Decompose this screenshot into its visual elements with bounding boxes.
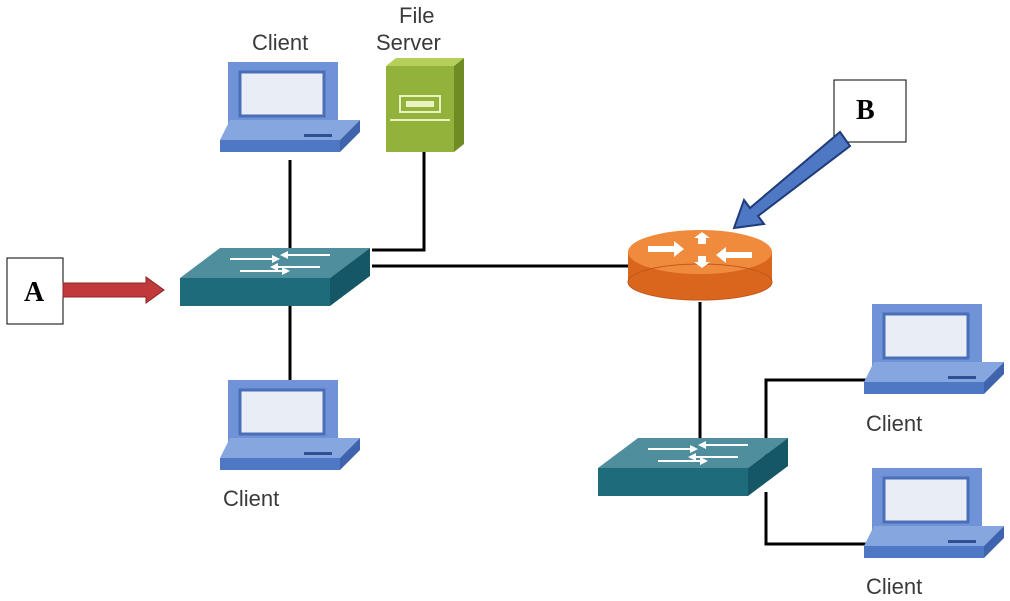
link-switch2-client-right-bottom: [764, 492, 866, 546]
file-server-label-line1: File: [399, 3, 434, 28]
link-server-switch: [372, 152, 426, 252]
arrow-a-icon: [62, 276, 165, 304]
router: [627, 230, 773, 301]
client-top-label: Client: [252, 30, 308, 55]
switch-right: [598, 438, 788, 496]
arrow-b-icon: [732, 130, 852, 230]
callout-b: B: [732, 79, 907, 230]
file-server-label-line2: Server: [376, 30, 441, 55]
client-right-top-label: Client: [866, 411, 922, 436]
network-switch-icon: [598, 438, 788, 496]
desktop-computer-icon: [862, 466, 1006, 560]
client-right-bottom-label: Client: [866, 574, 922, 599]
callout-b-label: B: [856, 95, 875, 126]
client-left-bottom-label: Client: [223, 486, 279, 511]
callout-b-box: [833, 79, 907, 143]
network-switch-icon: [180, 248, 370, 306]
desktop-computer-icon: [862, 302, 1006, 396]
file-server: [386, 58, 464, 152]
client-right-bottom: [862, 466, 1006, 560]
desktop-computer-icon: [218, 60, 362, 154]
server-tower-icon: [386, 58, 464, 66]
client-left-bottom: [218, 378, 362, 472]
callout-a-box: [6, 257, 64, 325]
network-links: [288, 152, 866, 546]
desktop-computer-icon: [218, 378, 362, 472]
switch-left: [180, 248, 370, 306]
client-right-top: [862, 302, 1006, 396]
client-top: [218, 60, 362, 154]
callout-a: A: [6, 257, 165, 325]
callout-a-label: A: [24, 277, 45, 308]
